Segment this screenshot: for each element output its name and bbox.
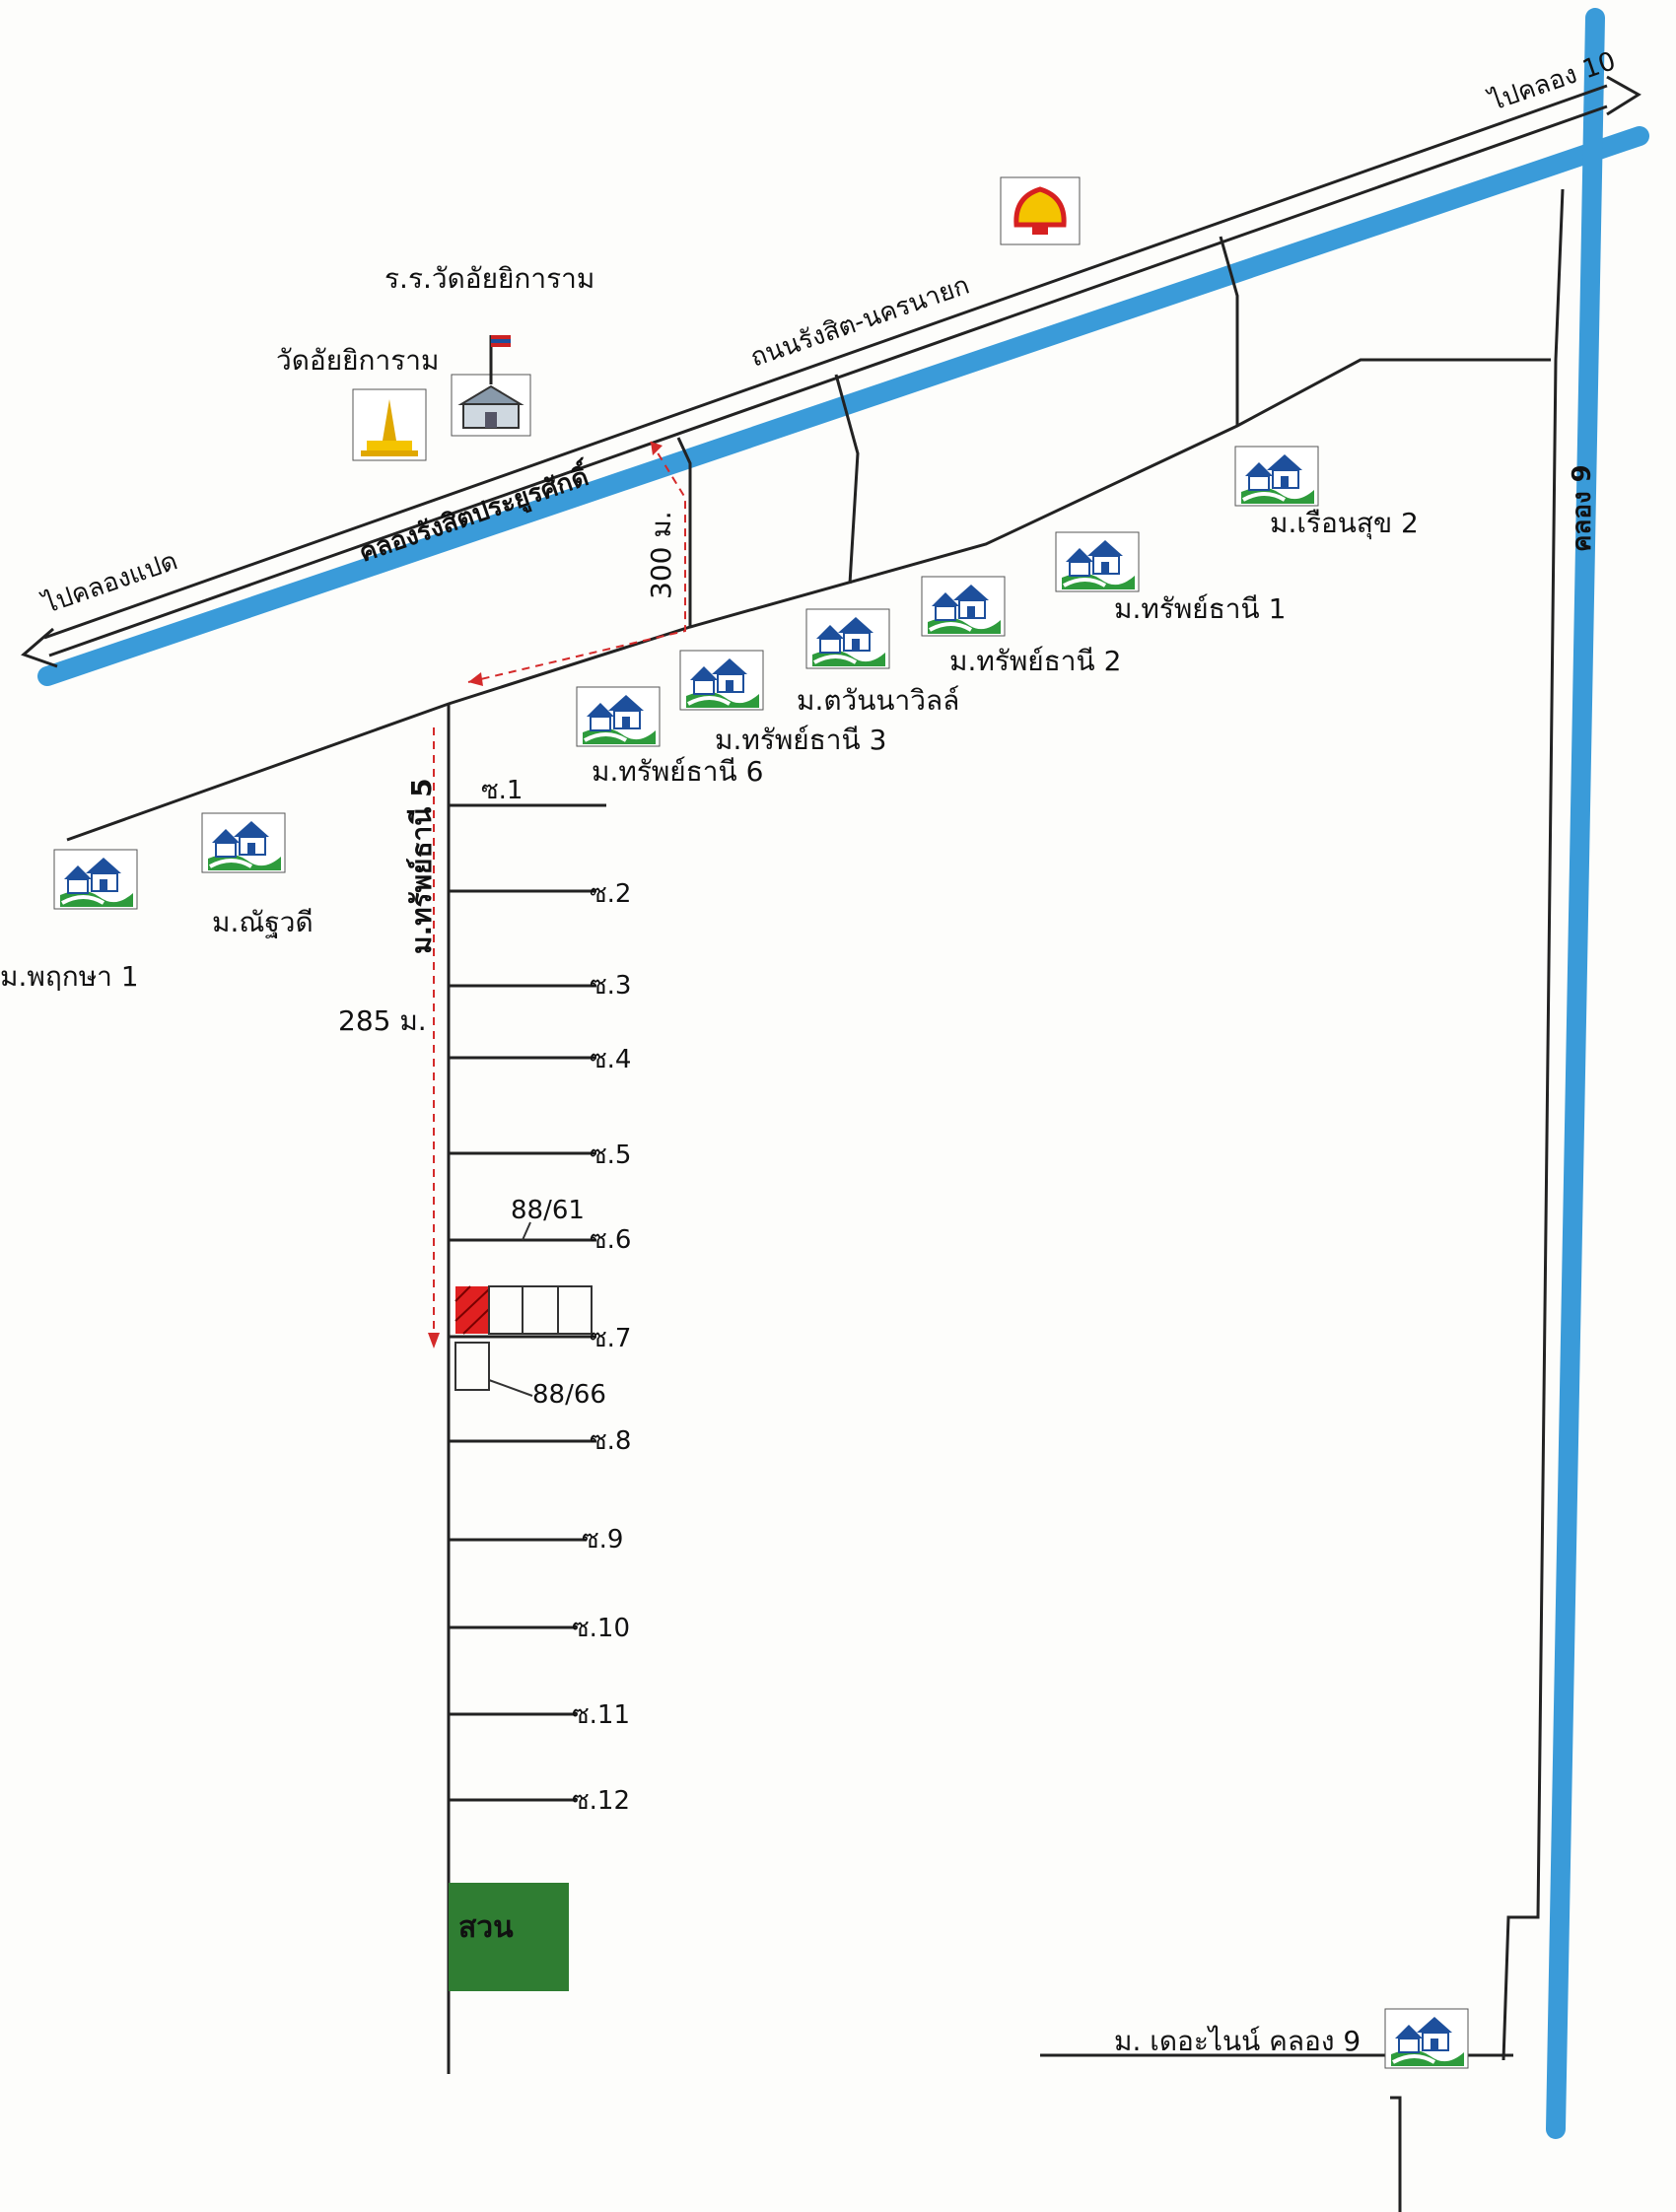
temple-stupa-icon (352, 388, 427, 461)
soi-label: ซ.10 (572, 1614, 630, 1643)
side-road-label: ม.ทรัพย์ธานี 5 (405, 778, 438, 954)
soi-label: ซ.9 (582, 1525, 623, 1555)
plot-row (454, 1221, 593, 1397)
village-houses-icon (52, 848, 139, 911)
village-houses-icon (1383, 2007, 1470, 2070)
village-label: ม.ทรัพย์ธานี 2 (949, 645, 1121, 677)
canal-9-label: คลอง 9 (1568, 464, 1597, 552)
temple-label: วัดอัยยิการาม (276, 344, 439, 377)
distance-300-label: 300 ม. (645, 511, 677, 599)
school-building-icon (451, 335, 531, 437)
village-houses-icon (1054, 530, 1141, 593)
village-label: ม.ตวันนาวิลล์ (797, 684, 959, 717)
plot-88-61-label: 88/61 (511, 1196, 585, 1225)
to-klong-paed-label: ไปคลองแปด (37, 545, 181, 620)
village-houses-icon (200, 811, 287, 874)
village-label: ม.พฤกษา 1 (0, 960, 139, 993)
village-houses-icon (804, 607, 891, 670)
soi-label: ซ.4 (590, 1045, 631, 1074)
main-road (21, 75, 1641, 668)
village-label: ม.ทรัพย์ธานี 6 (592, 755, 763, 788)
soi-label: ซ.11 (572, 1700, 630, 1730)
village-label: ม.เรือนสุข 2 (1270, 507, 1419, 540)
soi-label: ซ.3 (590, 971, 631, 1001)
soi-label: ซ.2 (590, 879, 631, 909)
local-roads (66, 188, 1565, 2212)
soi-label: ซ.1 (481, 776, 523, 805)
village-label: ม.ทรัพย์ธานี 1 (1114, 592, 1286, 625)
garden-label: สวน (458, 1910, 514, 1945)
soi-label: ซ.8 (590, 1426, 631, 1456)
village-label: ม. เดอะไนน์ คลอง 9 (1114, 2025, 1361, 2057)
village-label: ม.ทรัพย์ธานี 3 (715, 724, 886, 756)
village-houses-icon (575, 685, 662, 748)
school-label: ร.ร.วัดอัยยิการาม (384, 262, 594, 295)
soi-roads (449, 803, 606, 1802)
canal-9 (1546, 8, 1605, 2139)
village-houses-icon (920, 575, 1007, 638)
soi-label: ซ.7 (590, 1324, 631, 1353)
village-houses-icon (1233, 445, 1320, 508)
soi-label: ซ.5 (590, 1141, 631, 1170)
soi-label: ซ.6 (590, 1225, 631, 1255)
plot-88-66-label: 88/66 (532, 1380, 606, 1410)
shell-logo-icon (1000, 176, 1081, 245)
village-label: ม.ณัฐวดี (212, 906, 314, 938)
soi-label: ซ.12 (572, 1786, 630, 1816)
village-houses-icon (678, 649, 765, 712)
garden-area (449, 1883, 569, 1991)
distance-markers (433, 441, 686, 1346)
distance-285-label: 285 ม. (338, 1004, 427, 1037)
